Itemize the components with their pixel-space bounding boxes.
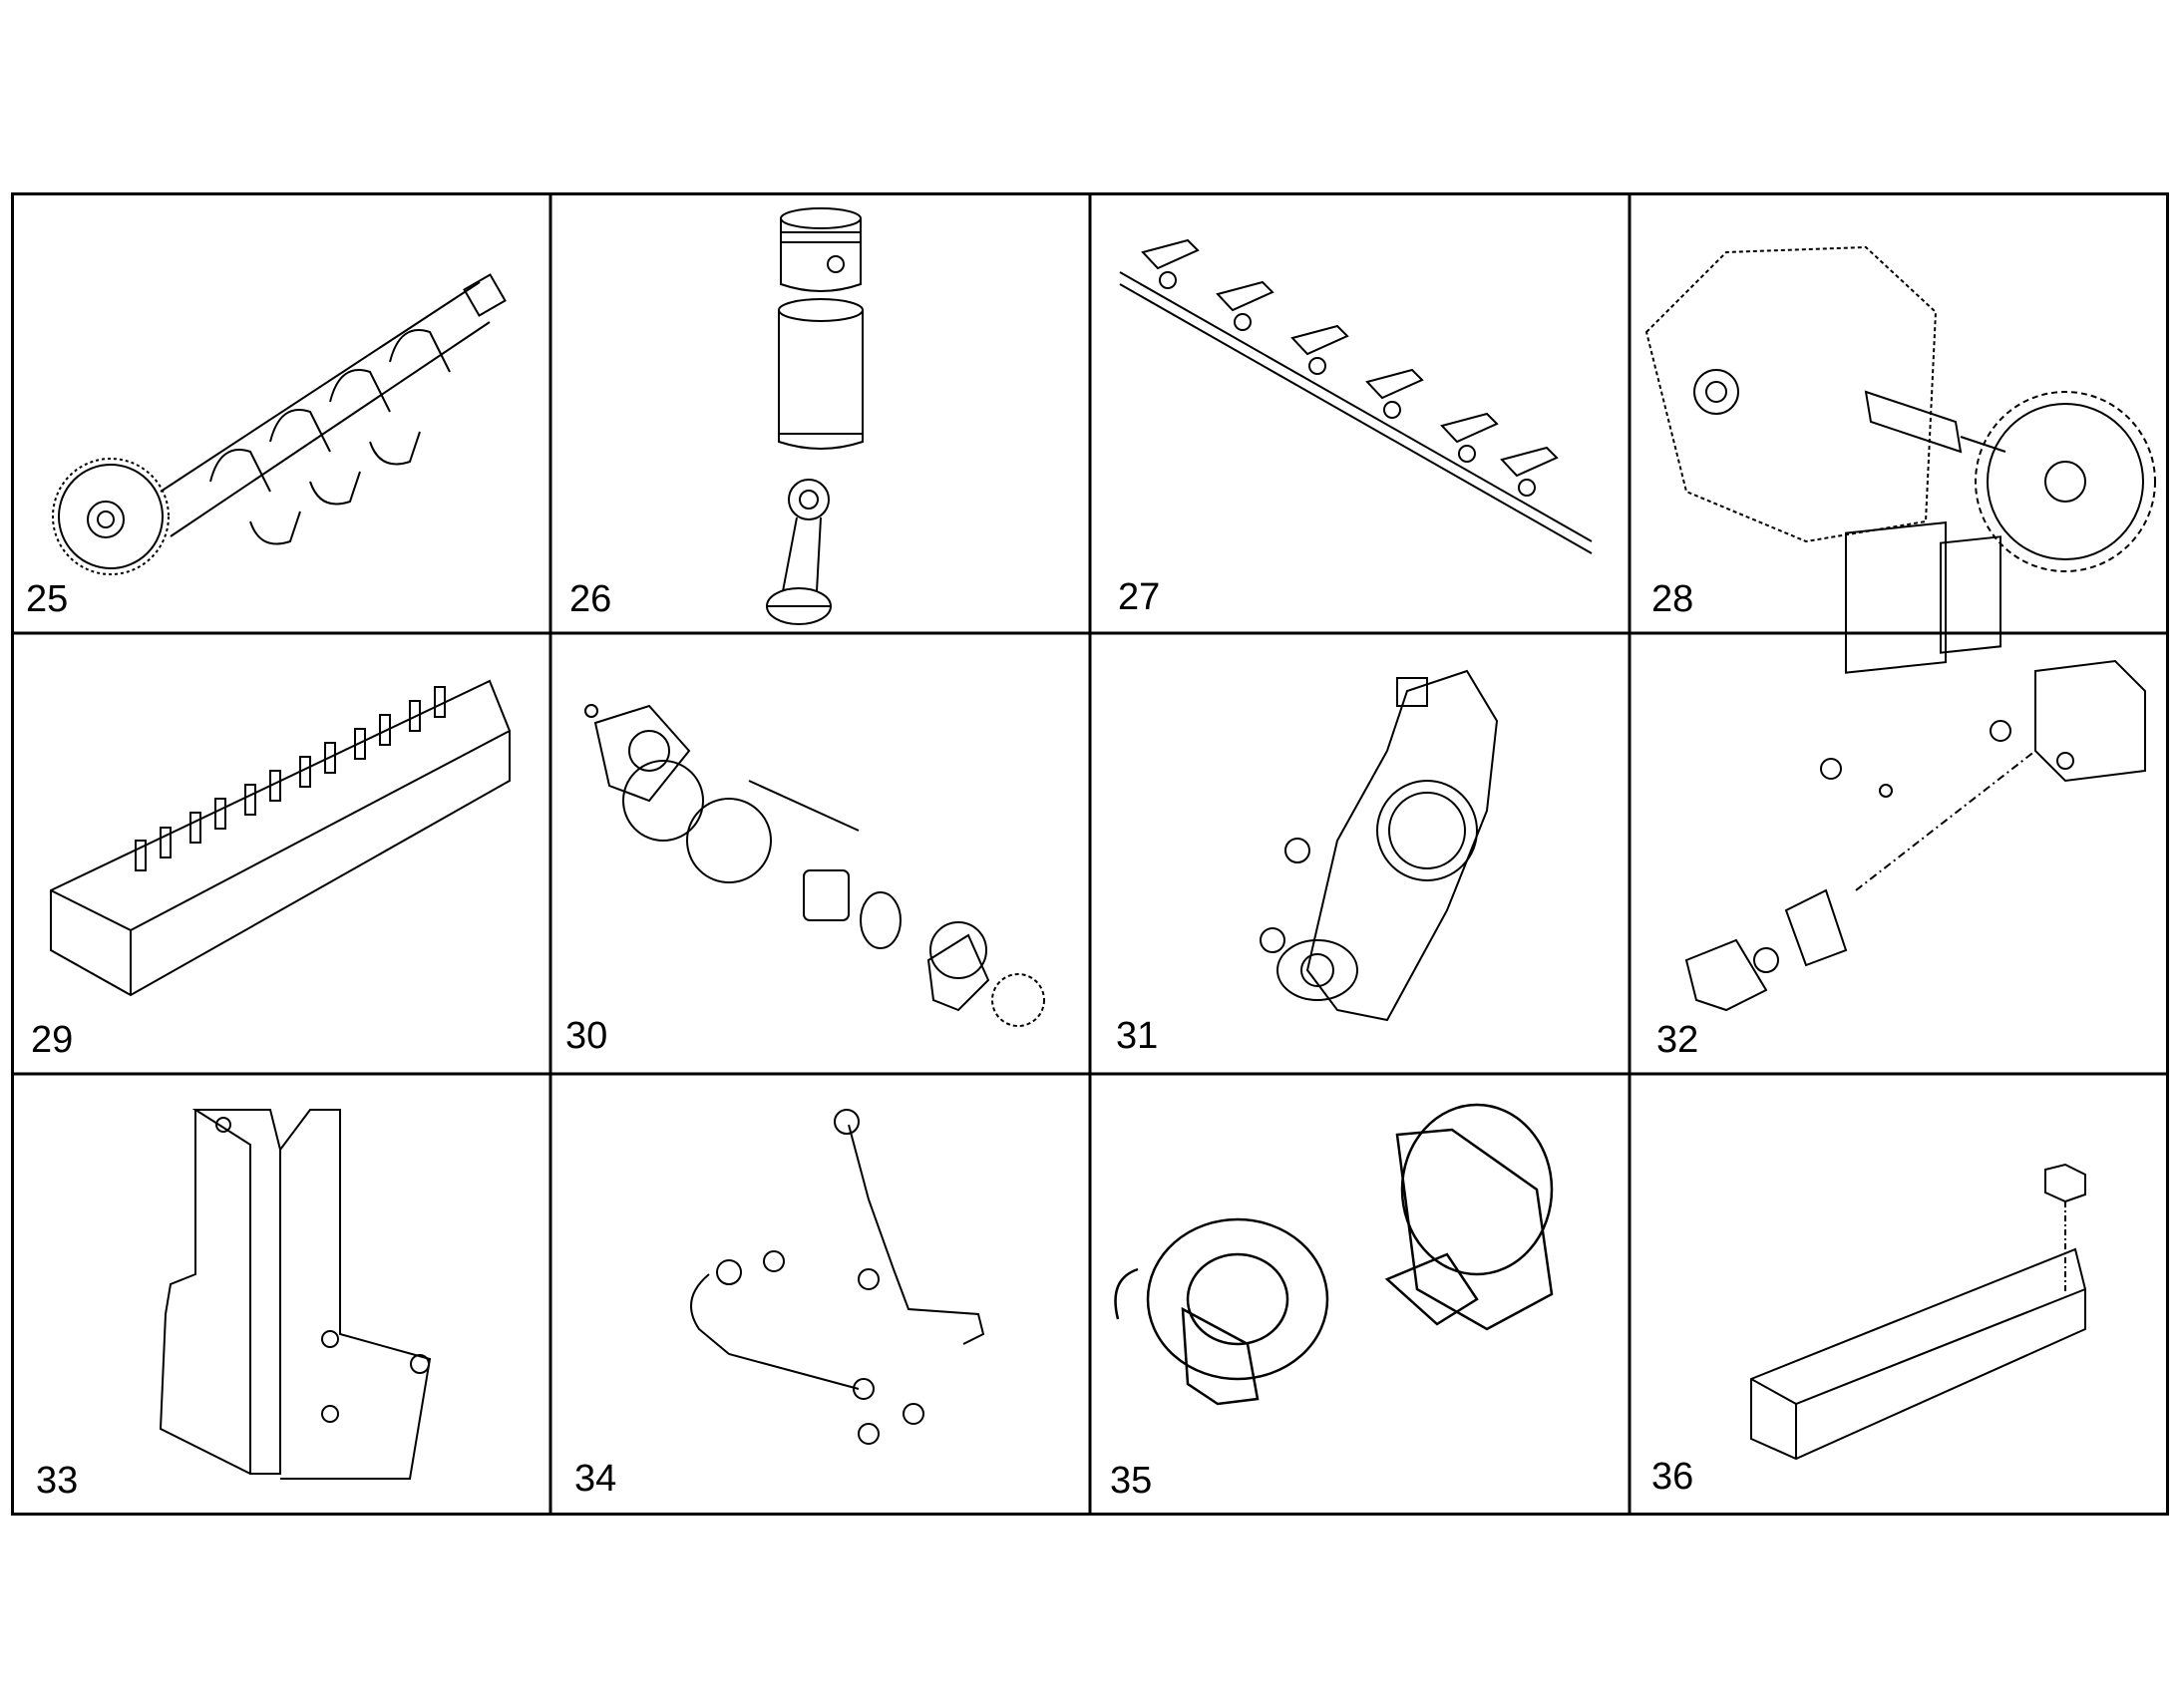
housing-icon — [1260, 669, 1499, 1022]
parts-catalog-grid: 25 26 27 28 29 30 31 32 33 34 35 36 — [11, 192, 2169, 1516]
crankshaft-icon — [52, 273, 507, 575]
rocker-shaft-icon — [1119, 238, 1593, 554]
parts-grid-drawing — [11, 192, 2169, 1516]
part-number-label: 32 — [1656, 1019, 1699, 1061]
oil-cooler-assembly-icon — [1684, 520, 2146, 1012]
part-number-label: 30 — [565, 1015, 608, 1057]
bracket-icon — [159, 1109, 432, 1480]
turbocharger-icon — [1114, 1103, 1554, 1406]
cylinder-head-plug-icon — [1750, 1163, 2086, 1461]
pipes-fittings-icon — [690, 1109, 985, 1445]
part-number-label: 28 — [1651, 578, 1694, 620]
cylinder-head-valves-icon — [50, 679, 511, 997]
piston-liner-conrod-icon — [766, 207, 864, 625]
part-number-label: 27 — [1118, 576, 1161, 618]
gear-pump-icon — [1644, 245, 2156, 572]
part-number-label: 34 — [574, 1458, 617, 1500]
part-number-label: 35 — [1110, 1460, 1153, 1502]
part-number-label: 33 — [36, 1460, 79, 1502]
idler-gear-assembly-icon — [584, 704, 1045, 1027]
part-number-label: 31 — [1116, 1015, 1159, 1057]
part-number-label: 29 — [31, 1019, 74, 1061]
part-number-label: 36 — [1651, 1456, 1694, 1498]
part-number-label: 26 — [569, 578, 612, 620]
part-number-label: 25 — [26, 578, 69, 620]
